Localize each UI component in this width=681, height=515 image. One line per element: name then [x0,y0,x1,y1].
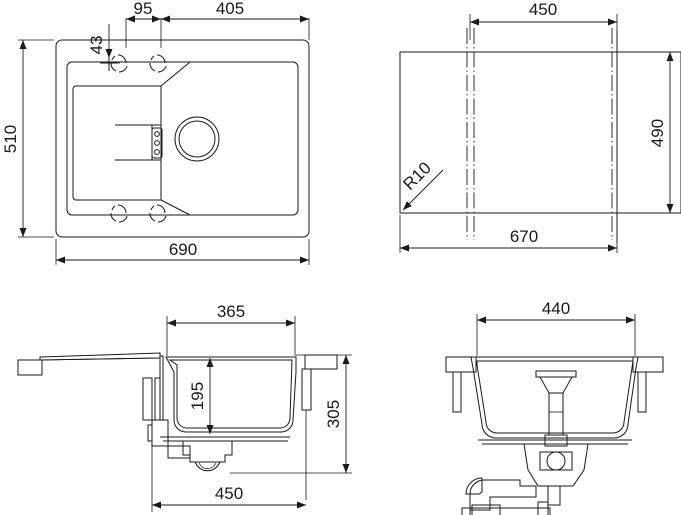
front-bracket-right [632,356,664,413]
bowl-chamfer-top [160,61,191,87]
sink-inner-rim [66,61,299,216]
dimension-195-label: 195 [188,382,207,410]
tap-hole-4 [149,204,167,223]
dimension-450-section: 450 [151,440,306,512]
dimension-450-cutout: 450 [469,0,618,40]
front-bracket-left [445,356,477,413]
drainboard-outline [72,85,162,201]
front-bowl-outline [470,356,639,439]
trap-pipe-body [471,504,501,515]
trap-elbow [465,477,483,495]
dimension-690-label: 690 [169,240,197,259]
overflow-riser-cap [147,424,153,442]
dimension-95-label: 95 [134,0,153,18]
view-front-section: 440 [445,299,664,515]
trap-pipe [469,479,537,511]
sink-outline [55,39,310,238]
dimension-305: 305 [230,354,352,474]
bowl-section-inner [168,359,293,429]
dimension-450-section-label: 450 [215,484,243,503]
waste-bowl [194,461,221,472]
tap-hole-group [110,54,167,223]
dimension-r10: R10 [399,158,444,211]
front-waste-body [523,443,589,487]
dimension-195: 195 [188,358,214,434]
overflow-hole-2 [154,140,160,146]
overflow-connector [167,445,191,459]
front-bowl-inner [476,360,634,434]
dimension-r10-label: R10 [399,158,434,193]
trap-horizontal [469,507,551,515]
drain-outer-ring [174,116,220,162]
dimension-43: 43 [87,24,120,64]
dimension-43-label: 43 [87,36,106,55]
overflow-riser [151,419,169,447]
view-worktop-cutout: 450 490 670 R10 [399,0,681,253]
dimension-440: 440 [476,299,636,356]
overflow-hole-1 [154,131,160,137]
waste-bowl-inner [198,462,217,470]
drainboard-underline [42,357,161,361]
trap-collar-b [547,485,561,506]
dimension-405: 405 [161,0,310,40]
dimension-440-label: 440 [542,299,570,318]
drain-inner-ring [178,120,216,158]
front-waste-ring [539,451,573,471]
view-top-sink: 43 95 405 510 690 [1,0,310,265]
bowl-section-outline [165,356,297,433]
bracket-left [17,359,43,376]
dimension-405-label: 405 [216,0,244,18]
strainer-stem [548,392,564,436]
overflow-slot [151,127,163,159]
cutout-rectangle [399,51,681,214]
waste-body [182,440,233,463]
strainer-flange [535,370,577,378]
dimension-670-label: 670 [510,227,538,246]
trap-end-cap [461,507,471,515]
dimension-490-label: 490 [648,119,667,147]
dimension-365-label: 365 [217,302,245,321]
tap-hole-2 [149,54,167,73]
mounting-clip-left [142,377,153,421]
dimension-670: 670 [399,215,618,253]
tap-hole-1 [110,54,128,73]
dimension-450-cutout-label: 450 [529,0,557,19]
view-side-section: 365 195 305 450 [17,302,352,512]
bowl-chamfer-bottom [160,199,191,216]
tap-hole-3 [110,204,128,223]
overflow-hole-3 [154,149,160,155]
dimension-365: 365 [166,302,296,356]
dimension-305-label: 305 [324,400,343,428]
strainer-collar [544,434,568,447]
trap-collar-a [537,501,549,515]
dimension-510-label: 510 [1,125,20,153]
dimension-490: 490 [621,51,676,214]
dimension-510: 510 [1,39,54,238]
bowl-left-wall-inner [154,377,161,421]
dimension-690: 690 [55,239,310,265]
front-waste-hole [546,451,566,471]
strainer-funnel [539,376,573,394]
dimension-95: 95 [125,0,162,48]
